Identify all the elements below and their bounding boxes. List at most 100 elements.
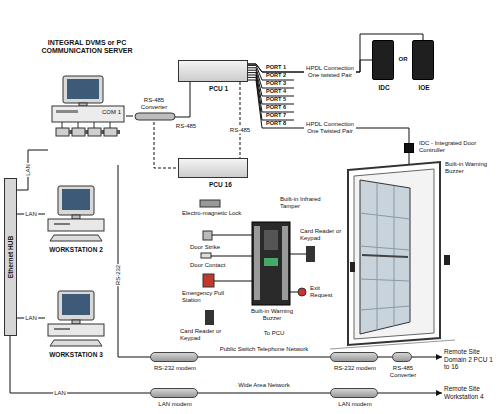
workstation-illustration [58, 291, 94, 320]
connector-label: HPDL Connection One twisted Pair [304, 65, 356, 79]
node-label: LAN modem [325, 401, 385, 408]
workstation-illustration [72, 320, 80, 324]
server-illustration [94, 122, 95, 128]
pcu-unit: PCU 16 [178, 158, 248, 178]
node-label: Built-in Warning Buzzer [445, 161, 497, 175]
server-illustration [62, 122, 63, 128]
port-wire [248, 70, 294, 96]
panel-illustration [203, 231, 212, 240]
panel-illustration [211, 256, 252, 257]
connector-label: RS-485 [229, 127, 251, 134]
panel-illustration [205, 310, 214, 325]
door-illustration [360, 306, 410, 310]
server-illustration [56, 128, 69, 136]
server-illustration [56, 110, 78, 113]
port-name: COM 1 [97, 109, 121, 116]
server-illustration [67, 79, 99, 99]
workstation-illustration [50, 235, 102, 241]
door-illustration [362, 255, 408, 257]
server-illustration [78, 122, 79, 128]
connector [198, 357, 330, 358]
node-label: IDC [364, 84, 404, 92]
server-illustration [52, 106, 124, 122]
door-illustration [360, 279, 410, 281]
server-illustration [110, 122, 111, 128]
connector-label: HPDL Connection One Twisted Pair [304, 121, 356, 135]
panel-illustration [252, 222, 290, 305]
connector-label: LAN [24, 315, 38, 322]
port-wire [248, 77, 294, 120]
connector-label: Public Switch Telephone Network [219, 346, 310, 353]
server-illustration [117, 130, 120, 134]
door-illustration [409, 153, 410, 164]
server-illustration [72, 128, 85, 136]
node-label: Ethernet HUB [7, 236, 15, 278]
node-label: PCU 1 [209, 85, 249, 93]
io-expander: IOE [412, 40, 434, 80]
panel-illustration [298, 288, 306, 296]
part-label: Door Strike [190, 244, 240, 251]
door-controller: IDC [372, 40, 394, 80]
panel-illustration [264, 258, 278, 266]
panel-illustration [201, 253, 211, 258]
workstation-illustration [50, 340, 102, 346]
workstation-illustration [48, 219, 104, 231]
connector [175, 82, 190, 117]
part-label: Emergency Pull Station [182, 290, 238, 304]
door-illustration [330, 340, 455, 349]
connector-label: Wide Area Network [237, 382, 290, 389]
panel-illustration [212, 235, 252, 236]
rs485-converter: RS-485 Converter [392, 352, 412, 362]
remote-site: Remote Site Workstation 4 [442, 384, 498, 404]
door-illustration [330, 153, 455, 349]
port-name: PORT 4 [266, 88, 294, 95]
modem: RS-232 modem [330, 352, 378, 362]
workstation-illustration [72, 215, 80, 219]
part-label: Built-in Warning Buzzer [246, 308, 298, 322]
panel-illustration [290, 254, 306, 255]
connector-label: RS-485 [175, 123, 197, 130]
node-label: RS-485 Converter [135, 97, 173, 111]
modem: RS-232 modem [150, 352, 198, 362]
port-name: PORT 2 [266, 72, 294, 79]
connector-label: LAN [53, 390, 67, 397]
node-label: WORKSTATION 2 [41, 246, 111, 254]
workstation-illustration [62, 294, 90, 315]
port-name: PORT 1 [266, 64, 294, 71]
node-label: RS-232 modem [325, 365, 385, 372]
workstation-illustration [48, 186, 104, 346]
connector [118, 165, 150, 357]
connector [198, 393, 330, 394]
node-label: IOE [404, 84, 444, 92]
port-name: PORT 5 [266, 96, 294, 103]
port-wire [248, 65, 294, 120]
part-label: Card Reader or Keypad [180, 328, 240, 342]
rs485-converter: RS-485 Converter [133, 96, 175, 122]
port-name: PORT 6 [266, 104, 294, 111]
door-illustration [360, 246, 410, 250]
workstation-illustration [48, 324, 104, 336]
panel-illustration [264, 230, 278, 250]
workstation-illustration [54, 223, 70, 225]
server-illustration [104, 128, 117, 136]
workstation-illustration [62, 189, 90, 210]
pcu-unit: PCU 1 [178, 60, 248, 82]
panel-illustration [200, 200, 220, 207]
server-illustration [52, 76, 124, 136]
node-label: RS-485 Converter [379, 365, 427, 379]
modem: LAN modem [150, 388, 198, 398]
server-illustration [63, 76, 103, 103]
connector [378, 357, 392, 358]
node-label: Remote Site Domain 2 PCU 1 to 16 [444, 348, 494, 371]
workstation: WORKSTATION 3 [45, 290, 107, 348]
door-illustration [348, 162, 440, 345]
remote-site: Remote Site Domain 2 PCU 1 to 16 [442, 347, 496, 374]
part-label: Built-in Infrared Tamper [280, 196, 334, 210]
panel-illustration [214, 281, 252, 282]
panel-illustration [254, 226, 260, 300]
converter-illustration [135, 113, 175, 120]
panel-illustration [203, 274, 214, 287]
part-label: Electro-magnetic Lock [182, 210, 250, 217]
panel-illustration [290, 292, 298, 293]
